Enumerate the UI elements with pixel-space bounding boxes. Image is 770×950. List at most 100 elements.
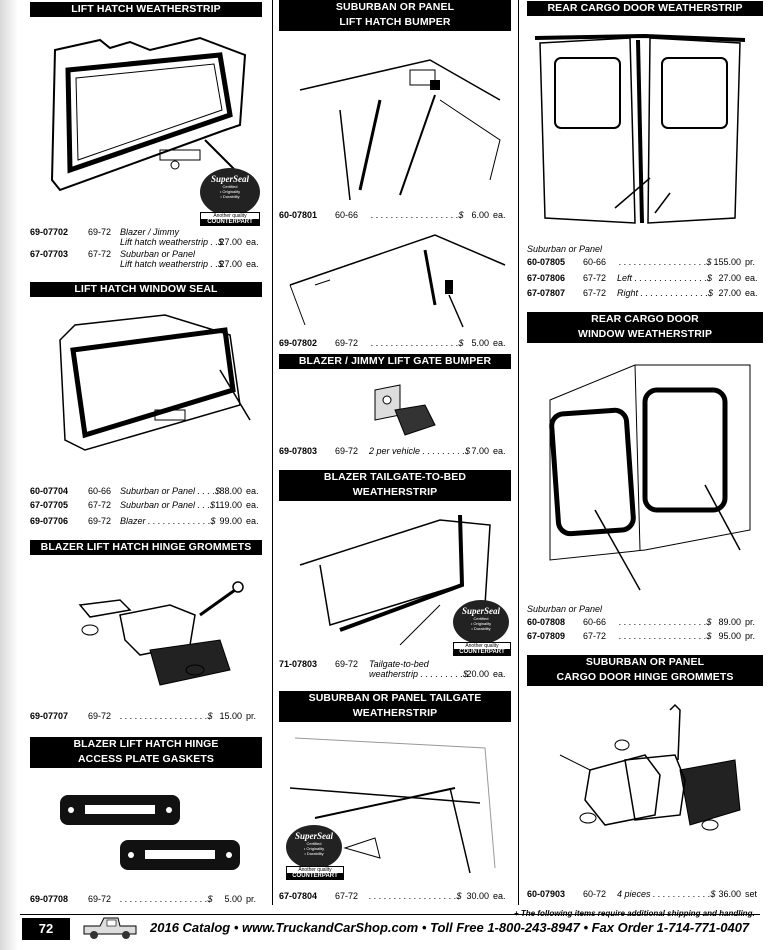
part-number: 60-07808 (527, 617, 566, 627)
badge-line: • Durability (471, 626, 491, 631)
unit: pr. (745, 257, 756, 267)
price: 15.00 (219, 711, 242, 721)
description: Blazer / Jimmy (120, 227, 180, 237)
section-header-lift-hatch-window-seal: LIFT HATCH WINDOW SEAL (30, 282, 262, 297)
column-divider (272, 0, 273, 905)
unit: ea. (493, 669, 506, 679)
part-number: 69-07802 (279, 338, 318, 348)
section-header-suburban-lift-hatch-bumper: SUBURBAN OR PANEL LIFT HATCH BUMPER (279, 0, 511, 31)
lift-gate-bumper-illustration (374, 384, 436, 436)
part-number: 67-07807 (527, 288, 566, 298)
section-header-cargo-door-hinge-grommets: SUBURBAN OR PANEL CARGO DOOR HINGE GROMM… (527, 655, 763, 686)
years: 60-72 (583, 889, 607, 899)
price: 95.00 (718, 631, 741, 641)
header-line: WEATHERSTRIP (352, 707, 438, 719)
part-number: 60-07903 (527, 889, 566, 899)
description: . . . . . . . . . . . . . . . . . .$ (369, 891, 462, 901)
part-number: 69-07702 (30, 227, 69, 237)
part-number: 69-07708 (30, 894, 69, 904)
badge-line: Certified (222, 184, 238, 189)
lift-hatch-bumper-illustration-1 (299, 59, 501, 200)
description: Right . . . . . . . . . . . . . .$ (617, 288, 714, 298)
badge-line: • Durability (304, 851, 324, 856)
description: . . . . . . . . . . . . . . . . . .$ (371, 338, 464, 348)
part-number: 60-07805 (527, 257, 566, 267)
header-line: WEATHERSTRIP (352, 486, 438, 498)
part-number: 67-07806 (527, 273, 566, 283)
tailgate-to-bed-illustration (299, 514, 491, 646)
header-line: LIFT HATCH BUMPER (339, 16, 451, 28)
part-number: 71-07803 (279, 659, 318, 669)
counterpart-name: COUNTERPART (287, 873, 343, 879)
description: Suburban or Panel . . .$ (120, 500, 216, 510)
section-header-blazer-tailgate-to-bed: BLAZER TAILGATE-TO-BED WEATHERSTRIP (279, 470, 511, 501)
description: Lift hatch weatherstrip . .$ (120, 259, 224, 269)
superseal-badge: SuperSeal Certified • Originality • Dura… (453, 600, 509, 644)
badge-line: Certified (473, 616, 489, 621)
unit: ea. (493, 338, 506, 348)
description: Suburban or Panel . . . .$ (120, 486, 221, 496)
badge-line: • Durability (220, 194, 240, 199)
part-number: 69-07706 (30, 516, 69, 526)
lift-hatch-bumper-illustration-2 (289, 234, 506, 328)
years: 60-66 (88, 486, 112, 496)
unit: ea. (246, 237, 259, 247)
price: 88.00 (219, 486, 242, 496)
years: 67-72 (88, 249, 112, 259)
superseal-badge: SuperSeal Certified • Originality • Dura… (200, 168, 260, 216)
header-line: ACCESS PLATE GASKETS (78, 753, 214, 765)
unit: ea. (745, 288, 758, 298)
price: 155.00 (713, 257, 741, 267)
years: 60-66 (583, 257, 607, 267)
catalog-footer-line: 2016 Catalog • www.TruckandCarShop.com •… (150, 920, 750, 935)
description: . . . . . . . . . . . . . . . . . .$ (371, 210, 464, 220)
price: 119.00 (215, 500, 242, 510)
shipping-note: + The following items require additional… (514, 909, 755, 918)
header-line: WINDOW WEATHERSTRIP (577, 328, 713, 340)
price: 99.00 (219, 516, 242, 526)
part-number: 69-07803 (279, 446, 318, 456)
badge-name: SuperSeal (461, 606, 500, 616)
page-number: 72 (22, 918, 70, 940)
lift-hatch-weatherstrip-illustration (50, 36, 247, 192)
truck-icon (83, 917, 137, 939)
years: 69-72 (335, 659, 359, 669)
hinge-gaskets-illustration (60, 795, 240, 870)
unit: set (745, 889, 758, 899)
cargo-door-hinge-grommets-illustration (559, 703, 741, 831)
price: 36.00 (718, 889, 741, 899)
years: 67-72 (583, 288, 607, 298)
years: 69-72 (335, 338, 359, 348)
part-number: 60-07704 (30, 486, 69, 496)
years: 69-72 (88, 711, 112, 721)
subsection-label: Suburban or Panel (527, 244, 603, 254)
years: 67-72 (583, 631, 607, 641)
header-line: SUBURBAN OR PANEL (585, 656, 705, 668)
section-header-blazer-hinge-grommets: BLAZER LIFT HATCH HINGE GROMMETS (30, 540, 262, 555)
price: 6.00 (471, 210, 489, 220)
price: 27.00 (219, 259, 242, 269)
part-number: 69-07707 (30, 711, 69, 721)
price: 27.00 (219, 237, 242, 247)
unit: ea. (246, 500, 259, 510)
footer-rule (20, 914, 760, 915)
counterpart-logo: Another quality COUNTERPART (200, 212, 260, 226)
unit: pr. (745, 617, 756, 627)
badge-line: Certified (306, 841, 322, 846)
price: 27.00 (718, 273, 741, 283)
lift-hatch-window-seal-illustration (59, 314, 251, 451)
part-number: 67-07703 (30, 249, 69, 259)
subsection-label: Suburban or Panel (527, 604, 603, 614)
description: . . . . . . . . . . . . . . . . . .$ (120, 894, 213, 904)
section-header-lift-hatch-weatherstrip: LIFT HATCH WEATHERSTRIP (30, 2, 262, 17)
header-line: REAR CARGO DOOR (591, 313, 699, 325)
header-line: BLAZER TAILGATE-TO-BED (323, 471, 467, 483)
header-line: SUBURBAN OR PANEL (335, 1, 455, 13)
description: . . . . . . . . . . . . . . . . . .$ (120, 711, 213, 721)
description: weatherstrip . . . . . . . . .$ (369, 669, 469, 679)
counterpart-logo: Another quality COUNTERPART (453, 642, 511, 656)
rear-cargo-door-illustration (534, 33, 746, 224)
years: 67-72 (583, 273, 607, 283)
hinge-grommets-illustration (78, 581, 244, 686)
suburban-tailgate-illustration (289, 737, 496, 874)
